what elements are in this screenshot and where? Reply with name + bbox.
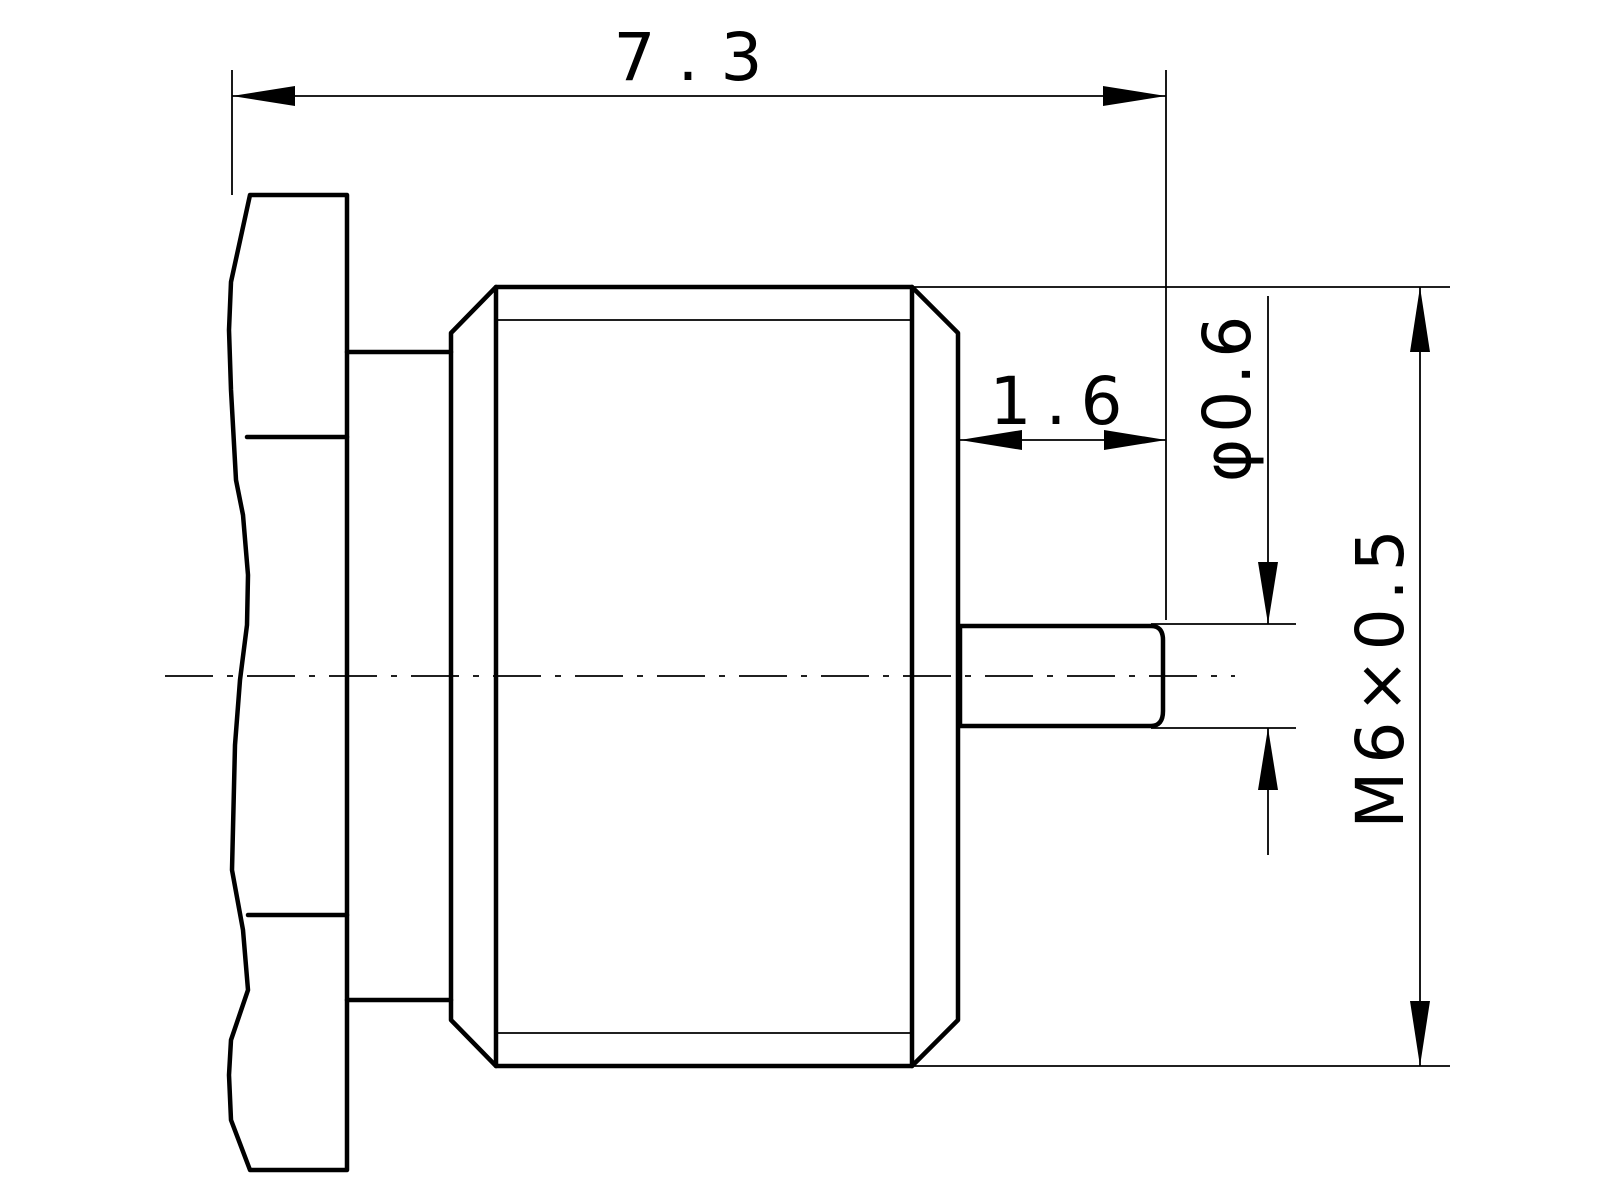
neck bbox=[344, 349, 454, 1003]
overall-length-label: 7.3 bbox=[614, 19, 785, 96]
pin bbox=[957, 623, 1166, 729]
dimension-thread: M6×0.5 bbox=[1342, 287, 1430, 1066]
extension-lines bbox=[231, 70, 1450, 1067]
hex-nut bbox=[226, 192, 350, 1173]
dimension-pin-diameter: φ0.6 bbox=[1189, 296, 1278, 855]
thread-spec-label: M6×0.5 bbox=[1342, 521, 1419, 828]
dimension-pin-length: 1.6 bbox=[960, 363, 1166, 450]
pin-length-label: 1.6 bbox=[990, 363, 1137, 440]
dimension-overall-length: 7.3 bbox=[232, 19, 1166, 106]
pin-diameter-label: φ0.6 bbox=[1189, 310, 1266, 483]
